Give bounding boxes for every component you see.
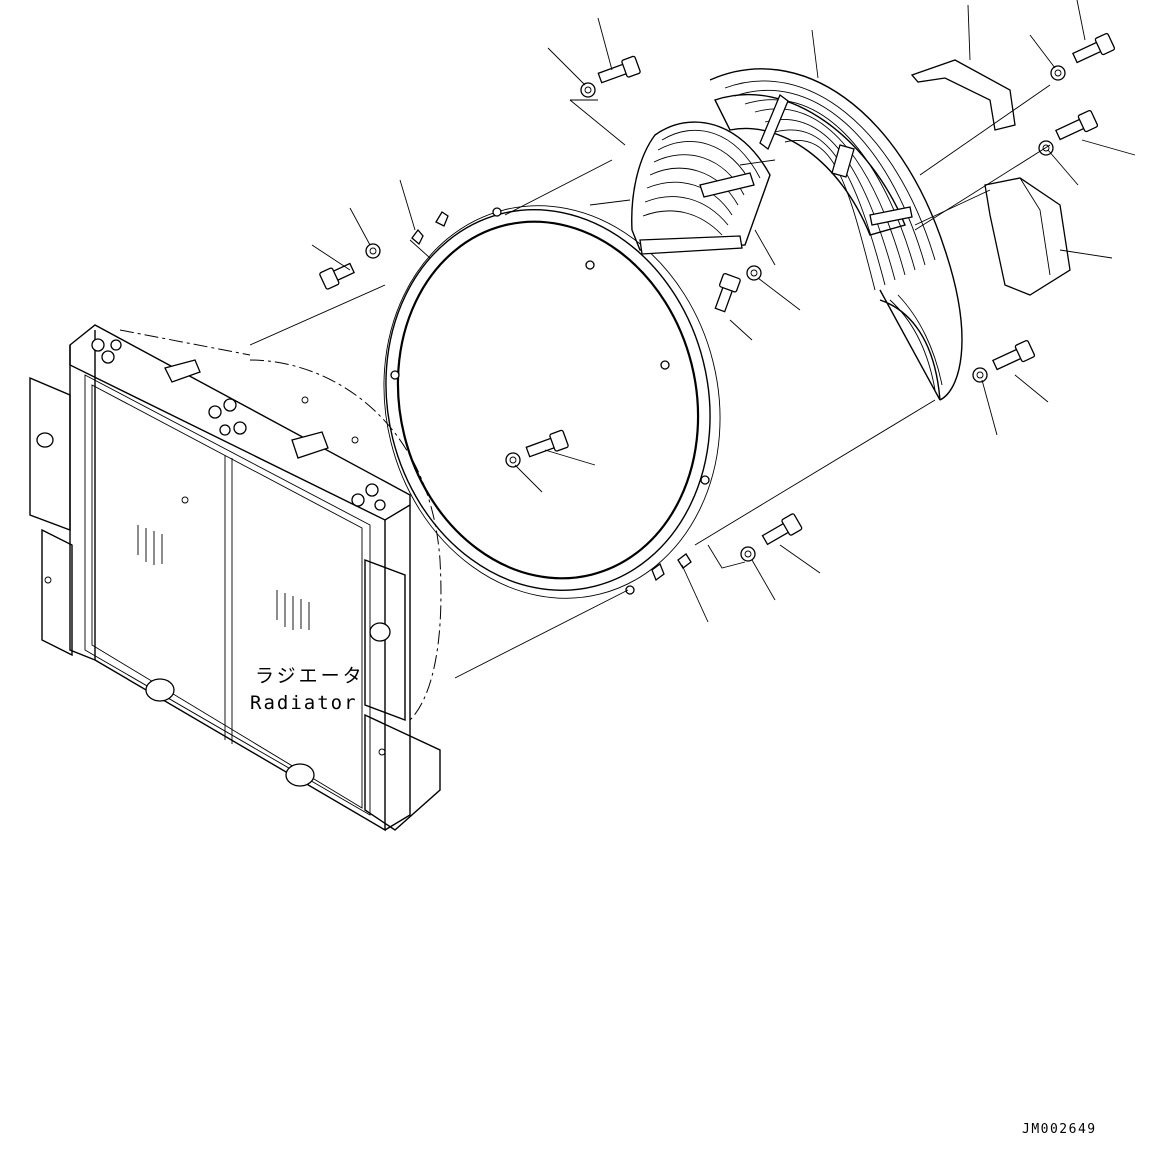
radiator-label-jp: ラジエータ <box>255 665 365 687</box>
cover-bracket-right <box>984 177 1071 296</box>
radiator-assembly <box>29 324 442 832</box>
leader-lines <box>249 0 1136 679</box>
drawing-code: JM002649 <box>1022 1122 1097 1137</box>
cover-bracket-top <box>910 59 1016 131</box>
fan-guard-upper <box>709 68 963 401</box>
radiator-label-en: Radiator <box>250 692 358 714</box>
fan-guard-left <box>631 121 771 255</box>
bolt <box>319 32 1116 546</box>
fan-ring-plate <box>383 205 721 599</box>
